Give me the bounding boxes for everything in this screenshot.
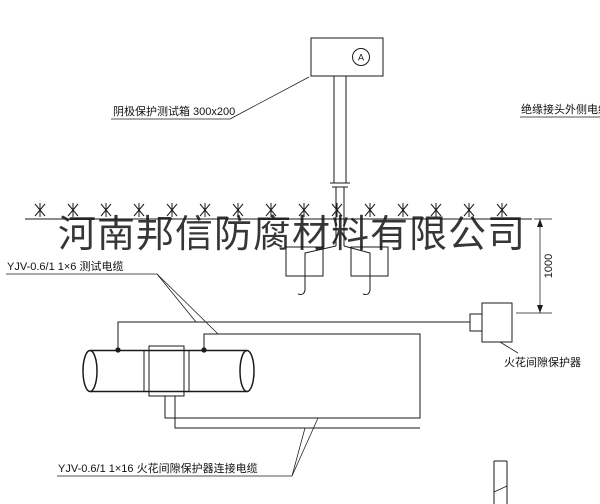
spark-protector-label: 火花间隙保护器 (504, 355, 581, 369)
riser-conduit (330, 76, 350, 246)
test-cable-left (297, 245, 337, 295)
dimension-value: 1000 (543, 254, 555, 278)
insulating-joint (148, 345, 185, 397)
wire-upper (117, 321, 470, 350)
test-box-outline (310, 37, 384, 77)
ground-line-group (25, 202, 532, 220)
wire-lower-parallel (174, 396, 420, 429)
ammeter-letter: A (358, 53, 364, 63)
wire-lower-loop (164, 333, 421, 419)
protector-wiring (117, 321, 470, 429)
annotations: 阴极保护测试箱 300x200 绝缘接头外侧电缆 YJV-0.6/1 1×6 测… (6, 76, 600, 477)
test-box-label: 阴极保护测试箱 300x200 (113, 104, 235, 118)
test-box: A (310, 37, 384, 77)
bottom-right-symbol (493, 460, 508, 504)
outer-cable-label: 绝缘接头外侧电缆 (521, 102, 600, 116)
ammeter-icon (352, 48, 370, 66)
protector-body (481, 302, 513, 343)
company-watermark: 河南邦信防腐材料有限公司 (58, 214, 526, 256)
test-cable-right (343, 245, 371, 295)
pipe-group (82, 345, 255, 397)
dimension-group: 1000 (516, 218, 555, 314)
protector-cable-label: YJV-0.6/1 1×16 火花间隙保护器连接电缆 (58, 461, 258, 475)
spark-gap-protector: 火花间隙保护器 (469, 302, 581, 369)
pipe-left-end (82, 349, 98, 393)
concrete-blocks (285, 245, 389, 295)
pipe-right-end (239, 349, 255, 393)
test-cable-label: YJV-0.6/1 1×6 测试电缆 (7, 260, 123, 273)
protector-tab (469, 313, 483, 332)
